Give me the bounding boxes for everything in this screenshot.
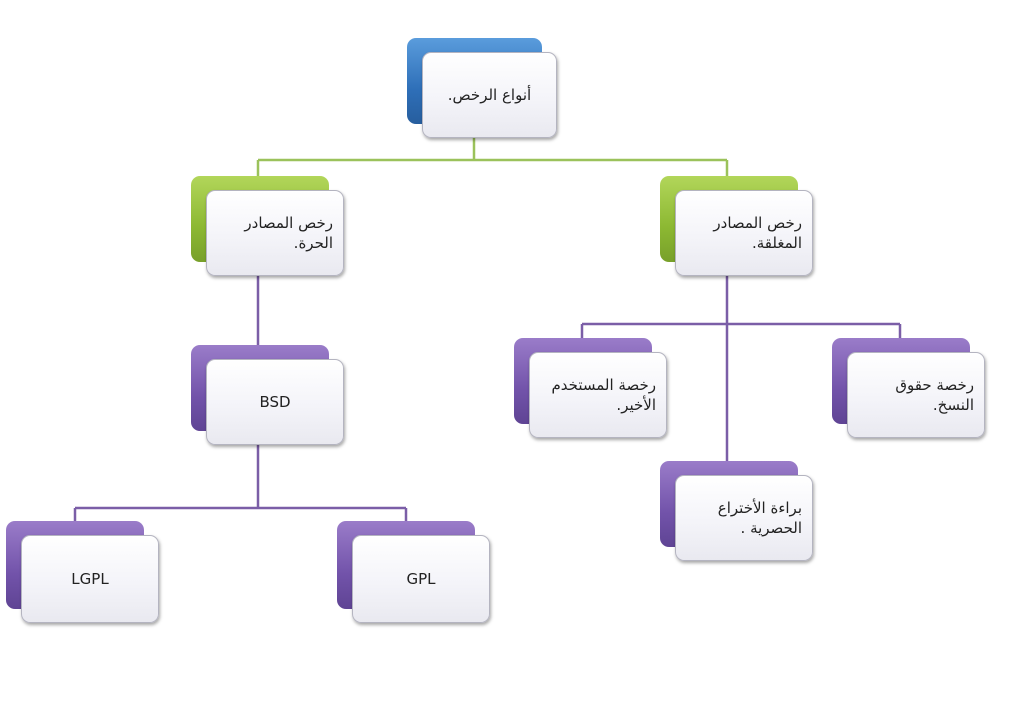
node-gpl: GPL <box>337 521 492 623</box>
node-root-box: أنواع الرخص. <box>422 52 557 138</box>
node-end-user-license: رخصة المستخدم الأخير. <box>514 338 669 438</box>
node-patent-box: براءة الأختراع الحصرية . <box>675 475 813 561</box>
node-bsd-label: BSD <box>259 393 291 411</box>
node-lgpl-box: LGPL <box>21 535 159 623</box>
node-free-box: رخص المصادر الحرة. <box>206 190 344 276</box>
node-copyright-label: رخصة حقوق النسخ. <box>895 376 974 414</box>
node-free-licenses: رخص المصادر الحرة. <box>191 176 346 276</box>
node-closed-licenses: رخص المصادر المغلقة. <box>660 176 815 276</box>
node-bsd: BSD <box>191 345 346 445</box>
node-free-label: رخص المصادر الحرة. <box>244 214 333 252</box>
node-root: أنواع الرخص. <box>407 38 557 138</box>
node-bsd-box: BSD <box>206 359 344 445</box>
root-connectors <box>256 137 729 176</box>
node-root-label: أنواع الرخص. <box>447 86 532 104</box>
node-exclusive-patent: براءة الأختراع الحصرية . <box>660 461 815 561</box>
node-closed-label: رخص المصادر المغلقة. <box>713 214 802 252</box>
node-end-user-label: رخصة المستخدم الأخير. <box>551 376 657 414</box>
node-lgpl: LGPL <box>6 521 161 623</box>
node-copyright-license: رخصة حقوق النسخ. <box>832 338 987 438</box>
node-gpl-box: GPL <box>352 535 490 623</box>
node-closed-box: رخص المصادر المغلقة. <box>675 190 813 276</box>
node-patent-label: براءة الأختراع الحصرية . <box>717 499 802 537</box>
node-gpl-label: GPL <box>406 570 436 588</box>
node-copyright-box: رخصة حقوق النسخ. <box>847 352 985 438</box>
node-end-user-box: رخصة المستخدم الأخير. <box>529 352 667 438</box>
child-connectors <box>73 276 902 521</box>
node-lgpl-label: LGPL <box>71 570 109 588</box>
